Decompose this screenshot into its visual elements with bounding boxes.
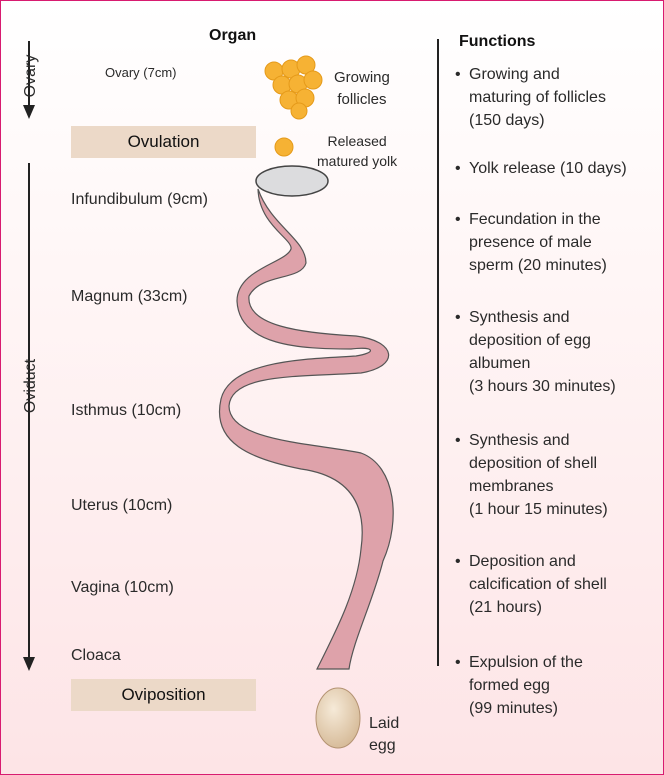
follicle: [304, 71, 322, 89]
follicles-cluster: [265, 56, 322, 119]
laid-egg: [316, 688, 360, 748]
organ-ovary: Ovary (7cm): [105, 65, 177, 80]
oviduct-arrow-head: [23, 657, 35, 671]
organ-cloaca: Cloaca: [71, 647, 121, 665]
function-item: Yolk release (10 days): [455, 157, 660, 180]
ovary-arrow-head: [23, 105, 35, 119]
oviduct-side-label: Oviduct: [22, 350, 40, 422]
label-laid-egg: Laid egg: [369, 713, 399, 757]
released-yolk: [275, 138, 293, 156]
function-item: Deposition and calcification of shell (2…: [455, 550, 660, 619]
follicle: [291, 103, 307, 119]
organ-header: Organ: [209, 27, 256, 45]
function-item: Expulsion of the formed egg (99 minutes): [455, 651, 660, 720]
function-item: Synthesis and deposition of egg albumen …: [455, 306, 660, 398]
function-item: Growing and maturing of follicles (150 d…: [455, 63, 660, 132]
label-growing-follicles: Growing follicles: [334, 67, 390, 111]
ovulation-band: Ovulation: [71, 126, 256, 158]
function-item: Synthesis and deposition of shell membra…: [455, 429, 660, 521]
organ-uterus: Uterus (10cm): [71, 497, 172, 515]
organ-vagina: Vagina (10cm): [71, 579, 174, 597]
organ-isthmus: Isthmus (10cm): [71, 402, 181, 420]
label-released-yolk: Released matured yolk: [317, 131, 397, 171]
organ-magnum: Magnum (33cm): [71, 288, 187, 306]
organ-infundibulum: Infundibulum (9cm): [71, 191, 208, 209]
functions-header: Functions: [459, 33, 535, 51]
oviposition-band: Oviposition: [71, 679, 256, 711]
oviduct-tube: [219, 189, 393, 669]
function-item: Fecundation in the presence of male sper…: [455, 208, 660, 277]
ovary-side-label: Ovary: [22, 51, 40, 101]
